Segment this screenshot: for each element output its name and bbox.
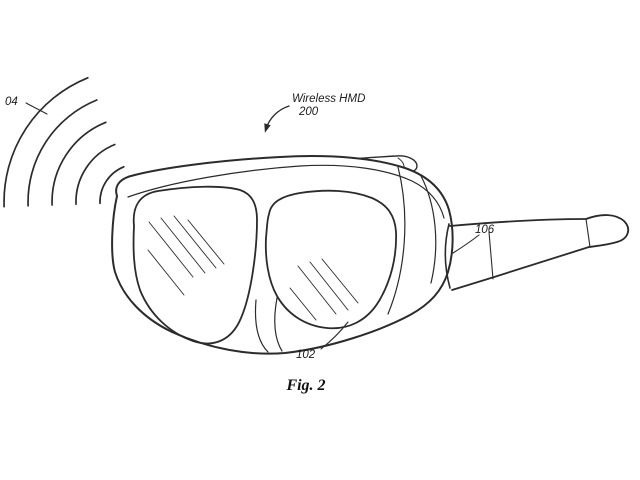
label-106: 106 bbox=[475, 224, 495, 236]
leader-line-106 bbox=[452, 234, 480, 254]
leader-line-04 bbox=[25, 102, 48, 115]
hatch-line bbox=[309, 261, 349, 311]
right-lens bbox=[264, 189, 397, 330]
frame-outline bbox=[111, 155, 454, 355]
signal-arc bbox=[51, 121, 107, 206]
hatch-line bbox=[147, 249, 185, 296]
signal-arc bbox=[99, 165, 125, 205]
temple-top-edge bbox=[449, 218, 587, 227]
frame-hinge-line bbox=[444, 223, 451, 289]
lens-reflection-hatch bbox=[147, 215, 359, 321]
label-04: 04 bbox=[5, 96, 18, 108]
lenses bbox=[132, 185, 397, 353]
label-wireless-hmd: Wireless HMD bbox=[292, 93, 365, 105]
wireless-signal-arcs bbox=[3, 76, 125, 208]
frame-contour-line bbox=[420, 175, 437, 284]
hatch-line bbox=[289, 287, 317, 321]
hatch-line bbox=[148, 221, 194, 278]
label-102: 102 bbox=[296, 349, 316, 361]
arrowhead bbox=[264, 123, 271, 133]
figure-caption: Fig. 2 bbox=[285, 377, 325, 394]
label-200: 200 bbox=[298, 106, 319, 118]
hatch-line bbox=[297, 265, 337, 315]
signal-arc bbox=[75, 143, 116, 206]
annotations bbox=[25, 102, 480, 350]
hatch-line bbox=[321, 258, 359, 304]
hatch-line bbox=[160, 217, 206, 274]
nose-bridge-line bbox=[254, 299, 269, 353]
leader-line-102 bbox=[320, 321, 349, 350]
left-lens bbox=[132, 185, 258, 345]
hatch-line bbox=[173, 215, 217, 269]
right-temple bbox=[449, 214, 630, 291]
frame-top-inner-line bbox=[127, 164, 445, 219]
temple-ear-tip bbox=[585, 214, 630, 248]
frame-contour-line bbox=[387, 166, 406, 315]
temple-bottom-edge bbox=[451, 246, 590, 291]
signal-arc bbox=[27, 99, 98, 207]
nose-bridge-line bbox=[274, 297, 283, 352]
temple-segment-line bbox=[488, 231, 494, 280]
temple-tip-joint-line bbox=[585, 218, 591, 248]
hatch-line bbox=[187, 219, 225, 265]
goggle-frame bbox=[111, 155, 454, 355]
signal-arc bbox=[3, 76, 89, 208]
